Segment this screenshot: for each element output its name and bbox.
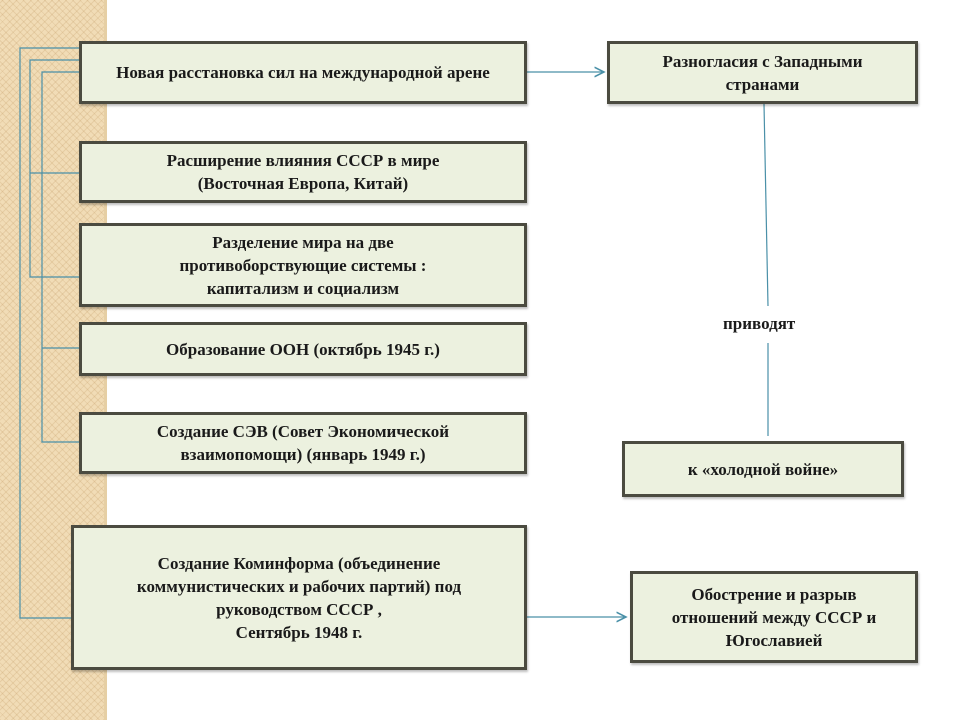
- bracket-line-middle: [29, 59, 80, 278]
- bracket-line-inner: [41, 71, 80, 443]
- box-comecon-creation: Создание СЭВ (Совет Экономической взаимо…: [79, 412, 527, 474]
- box-un-formation: Образование ООН (октябрь 1945 г.): [79, 322, 527, 376]
- box-western-disagreements: Разногласия с Западными странами: [607, 41, 918, 104]
- box-cominform-creation: Создание Коминформа (объединение коммуни…: [71, 525, 527, 670]
- box-cold-war: к «холодной войне»: [622, 441, 904, 497]
- box-world-division: Разделение мира на две противоборствующи…: [79, 223, 527, 307]
- line-disagreements-to-label: [763, 103, 769, 307]
- bracket-line-outer: [19, 47, 80, 619]
- connector-label: приводят: [719, 314, 800, 334]
- box-ussr-influence: Расширение влияния СССР в мире (Восточна…: [79, 141, 527, 203]
- box-yugoslavia-break: Обострение и разрыв отношений между СССР…: [630, 571, 918, 663]
- box-new-balance-of-power: Новая расстановка сил на международной а…: [79, 41, 527, 104]
